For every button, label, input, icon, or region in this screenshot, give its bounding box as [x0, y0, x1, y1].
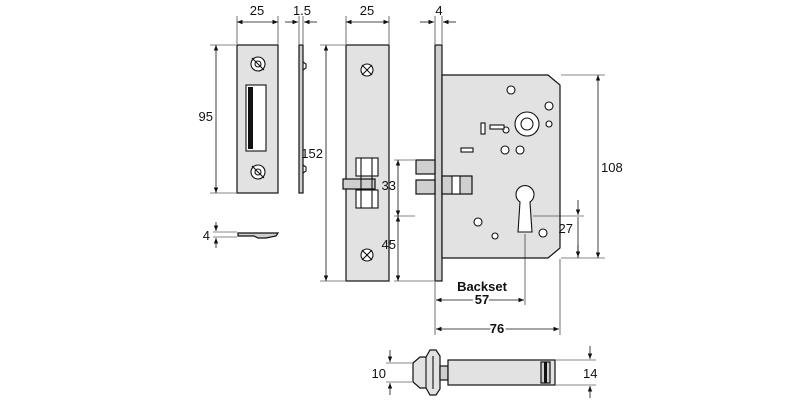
- dim-spindle-small: 10: [372, 350, 412, 395]
- follower-hub: [514, 111, 540, 137]
- strike-opening-shadow: [248, 87, 253, 149]
- overall-depth-value: 76: [490, 321, 504, 336]
- forend-thickness-value: 4: [435, 3, 442, 18]
- case-latch-protrusion: [415, 159, 436, 175]
- dim-case-height: 108: [561, 74, 623, 259]
- strike-screw-hole-bottom: [250, 164, 266, 180]
- case-height-value: 108: [601, 160, 623, 175]
- bolt-to-bottom-value: 45: [382, 237, 396, 252]
- backset-label: Backset: [457, 279, 508, 294]
- strike-plate-front-view: [236, 44, 279, 194]
- dim-latch-bolt-centres: 33 45: [382, 159, 434, 282]
- forend-front-view: [342, 44, 390, 282]
- strike-thickness-value: 1.5: [293, 3, 311, 18]
- case-forend-edge: [434, 44, 443, 282]
- forend-height-value: 152: [301, 146, 323, 161]
- euro-cylinder-cutout: [515, 185, 535, 233]
- dim-backset: Backset 57 76: [434, 234, 561, 338]
- backset-value: 57: [475, 292, 489, 307]
- case-fixing-hole-bottom-left: [473, 217, 483, 227]
- dim-forend-height: 152: [301, 44, 345, 282]
- case-bolt-protrusion: [415, 179, 436, 195]
- strike-height-value: 95: [199, 109, 213, 124]
- forend-screw-bottom: [360, 248, 374, 262]
- forend-width-value: 25: [360, 3, 374, 18]
- strike-plate-plan-view: 4: [203, 222, 280, 248]
- spindle-large-value: 14: [583, 366, 597, 381]
- dim-strike-width: 25: [236, 3, 279, 44]
- strike-plate-side-view: 1.5: [285, 3, 317, 194]
- strike-side-profile: [298, 44, 304, 194]
- strike-screw-hole-top: [250, 56, 266, 72]
- case-fixing-hole-right: [544, 101, 554, 111]
- forend-latch-bolt: [342, 178, 376, 190]
- dim-spindle-large: 14: [556, 346, 597, 398]
- lock-case-side-view: [415, 44, 561, 282]
- spindle-small-value: 10: [372, 366, 386, 381]
- cylinder-offset-value: 27: [559, 221, 573, 236]
- dim-strike-height: 95: [199, 44, 236, 194]
- strike-plan-thickness-value: 4: [203, 228, 210, 243]
- case-fixing-hole-top: [506, 85, 516, 95]
- forend-latch-slot: [355, 157, 379, 177]
- spindle-shaft: [447, 359, 556, 386]
- dim-forend-width: 25: [345, 3, 390, 44]
- forend-screw-top: [360, 63, 374, 77]
- strike-width-value: 25: [250, 3, 264, 18]
- case-fixing-hole-bottom-right: [538, 228, 548, 238]
- forend-deadbolt-slot: [355, 189, 379, 209]
- spindle-side-view: [412, 349, 556, 396]
- latch-to-bolt-value: 33: [382, 178, 396, 193]
- dim-forend-thickness: 4: [420, 3, 456, 44]
- dim-cylinder-offset: 27: [533, 200, 584, 258]
